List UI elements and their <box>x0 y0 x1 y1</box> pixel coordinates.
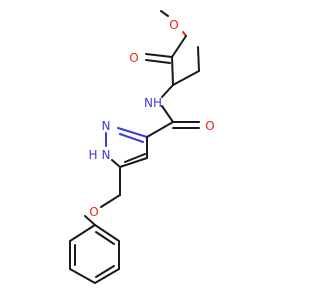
molecule-svg: O O NH O N N H O <box>69 10 215 284</box>
bond-phenyl-1 <box>69 224 96 242</box>
bond-alpha-nh <box>161 84 174 98</box>
bond-carbonyl-double-b <box>145 59 171 64</box>
molecule-structure-diagram: O O NH O N N H O <box>69 10 215 284</box>
bond-pyrazole-c5-c4 <box>119 157 148 168</box>
bond-pyrazole-c3-n2-inner <box>119 133 144 143</box>
bond-phenyl-4 <box>94 268 120 284</box>
atom-label-pyrazole-n1: N <box>102 148 111 162</box>
bond-alpha-ch2 <box>172 70 200 86</box>
bond-phenyl-inner-2 <box>95 265 115 278</box>
atom-label-ester-ether-o: O <box>169 18 178 32</box>
bond-ch2-ch3 <box>197 46 200 72</box>
bond-ester-carbonyl-c <box>171 35 187 58</box>
bond-ch2-ether-o <box>100 194 121 208</box>
bond-phenyl-6 <box>94 224 120 242</box>
atom-label-pyrazole-n2: N <box>102 119 111 133</box>
bond-carbonyl-alpha <box>171 56 174 86</box>
bond-methyl-o <box>160 10 169 17</box>
atom-label-amide-nh: NH <box>144 96 162 110</box>
bond-ether-o-phenyl <box>84 215 96 226</box>
bond-pyrazole-n1-c5 <box>111 159 121 168</box>
bond-amide-pyrazole <box>146 121 174 138</box>
bond-pyrazole-c3-n2 <box>117 127 148 138</box>
bond-carbonyl-double-a <box>145 53 173 58</box>
atom-label-pyrazole-n1-h: H <box>88 148 97 162</box>
atom-label-amide-carbonyl-o: O <box>205 119 214 133</box>
bond-phenyl-3 <box>69 268 96 284</box>
bond-pyrazole-c5-c4-inner <box>124 153 146 163</box>
bond-phenyl-inner-3 <box>95 231 115 245</box>
bond-nh-amide-c <box>161 105 174 123</box>
atom-label-ether-o: O <box>89 205 98 219</box>
atom-label-ester-carbonyl-o: O <box>129 51 138 65</box>
